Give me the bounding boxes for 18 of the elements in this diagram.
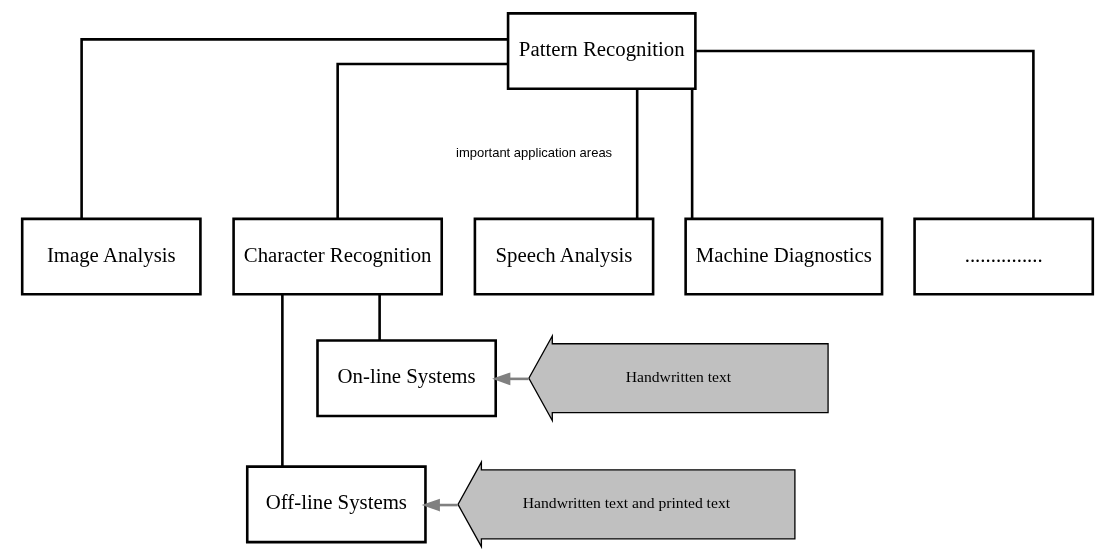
node-box: Machine Diagnostics xyxy=(684,217,884,296)
connector xyxy=(378,294,381,341)
node-box: Character Recognition xyxy=(232,217,444,296)
connector xyxy=(336,62,508,219)
connector xyxy=(695,49,1035,219)
label: important application areas xyxy=(456,145,613,161)
node-box: Off-line Systems xyxy=(245,465,427,544)
connector xyxy=(690,89,694,219)
connector xyxy=(80,38,508,219)
node-box: Pattern Recognition xyxy=(506,12,697,91)
connector xyxy=(635,89,639,219)
arrow xyxy=(492,372,529,386)
connector xyxy=(281,294,284,467)
node-box: ............... xyxy=(913,217,1095,296)
arrow xyxy=(421,498,458,512)
node-box: Image Analysis xyxy=(20,217,202,296)
node-box: On-line Systems xyxy=(316,339,497,418)
node-box: Speech Analysis xyxy=(473,217,655,296)
